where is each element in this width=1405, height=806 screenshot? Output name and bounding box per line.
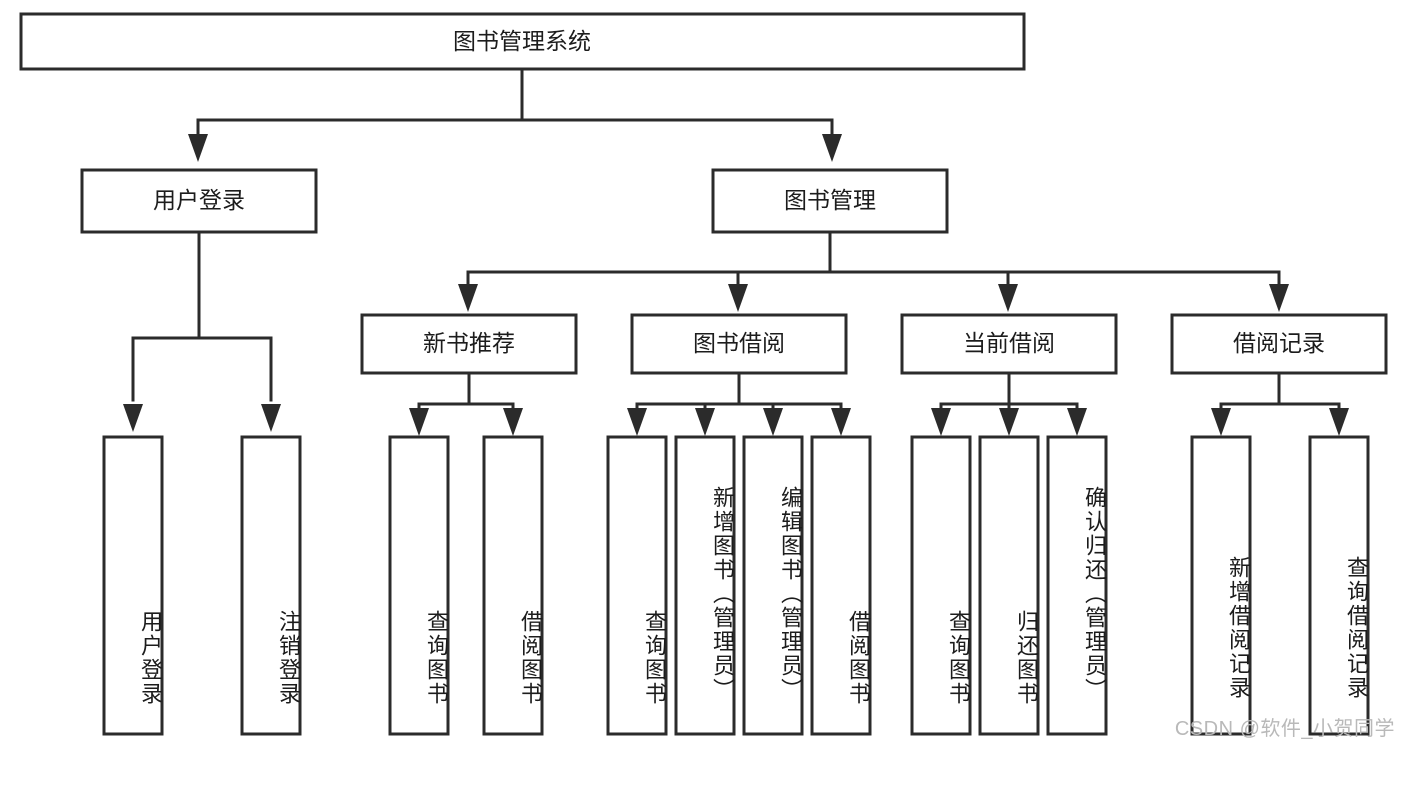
- arrow-to-user-login: [188, 134, 208, 162]
- node-book-management-label: 图书管理: [784, 187, 876, 213]
- node-leaf-query-book-3[interactable]: [910, 435, 972, 736]
- arrow-to-new-book-recommend: [458, 284, 478, 312]
- node-current-borrow-label: 当前借阅: [963, 330, 1055, 356]
- node-leaf-add-record[interactable]: [1190, 435, 1252, 736]
- arrow-to-leaf-confirm-return: [1067, 408, 1087, 436]
- node-leaf-confirm-return[interactable]: [1046, 435, 1108, 736]
- arrow-to-leaf-logout: [261, 404, 281, 432]
- node-book-management[interactable]: [711, 168, 949, 234]
- arrow-to-borrow-record: [1269, 284, 1289, 312]
- node-root-system-label: 图书管理系统: [453, 28, 591, 54]
- arrow-to-leaf-borrow-book-1: [503, 408, 523, 436]
- node-book-borrow-label: 图书借阅: [693, 330, 785, 356]
- arrow-to-book-management: [822, 134, 842, 162]
- node-leaf-borrow-book-1[interactable]: [482, 435, 544, 736]
- node-new-book-recommend-label: 新书推荐: [423, 330, 515, 356]
- node-leaf-return-book[interactable]: [978, 435, 1040, 736]
- node-leaf-query-book-1[interactable]: [388, 435, 450, 736]
- arrow-to-leaf-query-book-3: [931, 408, 951, 436]
- diagram-root: 图书管理系统 用户登录 图书管理 新书推荐: [19, 12, 1395, 740]
- arrow-to-leaf-edit-book: [763, 408, 783, 436]
- arrow-to-book-borrow: [728, 284, 748, 312]
- node-borrow-record-label: 借阅记录: [1233, 330, 1325, 356]
- arrow-to-current-borrow: [998, 284, 1018, 312]
- arrow-to-leaf-query-book-1: [409, 408, 429, 436]
- arrow-to-leaf-user-login: [123, 404, 143, 432]
- node-book-borrow[interactable]: [630, 313, 848, 375]
- node-new-book-recommend[interactable]: [360, 313, 578, 375]
- node-leaf-user-login[interactable]: [102, 435, 164, 736]
- arrow-to-leaf-add-record: [1211, 408, 1231, 436]
- node-borrow-record[interactable]: [1170, 313, 1388, 375]
- node-leaf-query-book-2[interactable]: [606, 435, 668, 736]
- node-leaf-borrow-book-2[interactable]: [810, 435, 872, 736]
- arrow-to-leaf-query-book-2: [627, 408, 647, 436]
- arrow-to-leaf-borrow-book-2: [831, 408, 851, 436]
- arrow-to-leaf-return-book: [999, 408, 1019, 436]
- arrow-to-leaf-add-book: [695, 408, 715, 436]
- node-leaf-query-record[interactable]: [1308, 435, 1370, 736]
- node-leaf-logout[interactable]: [240, 435, 302, 736]
- node-leaf-edit-book[interactable]: [742, 435, 804, 736]
- node-current-borrow[interactable]: [900, 313, 1118, 375]
- node-leaf-add-book[interactable]: [674, 435, 736, 736]
- node-user-login-label: 用户登录: [153, 187, 245, 213]
- node-root-system[interactable]: [19, 12, 1026, 71]
- csdn-watermark: CSDN @软件_小贺同学: [1174, 718, 1395, 740]
- arrow-to-leaf-query-record: [1329, 408, 1349, 436]
- diagram-canvas: 图书管理系统 用户登录 图书管理 新书推荐: [19, 12, 1388, 736]
